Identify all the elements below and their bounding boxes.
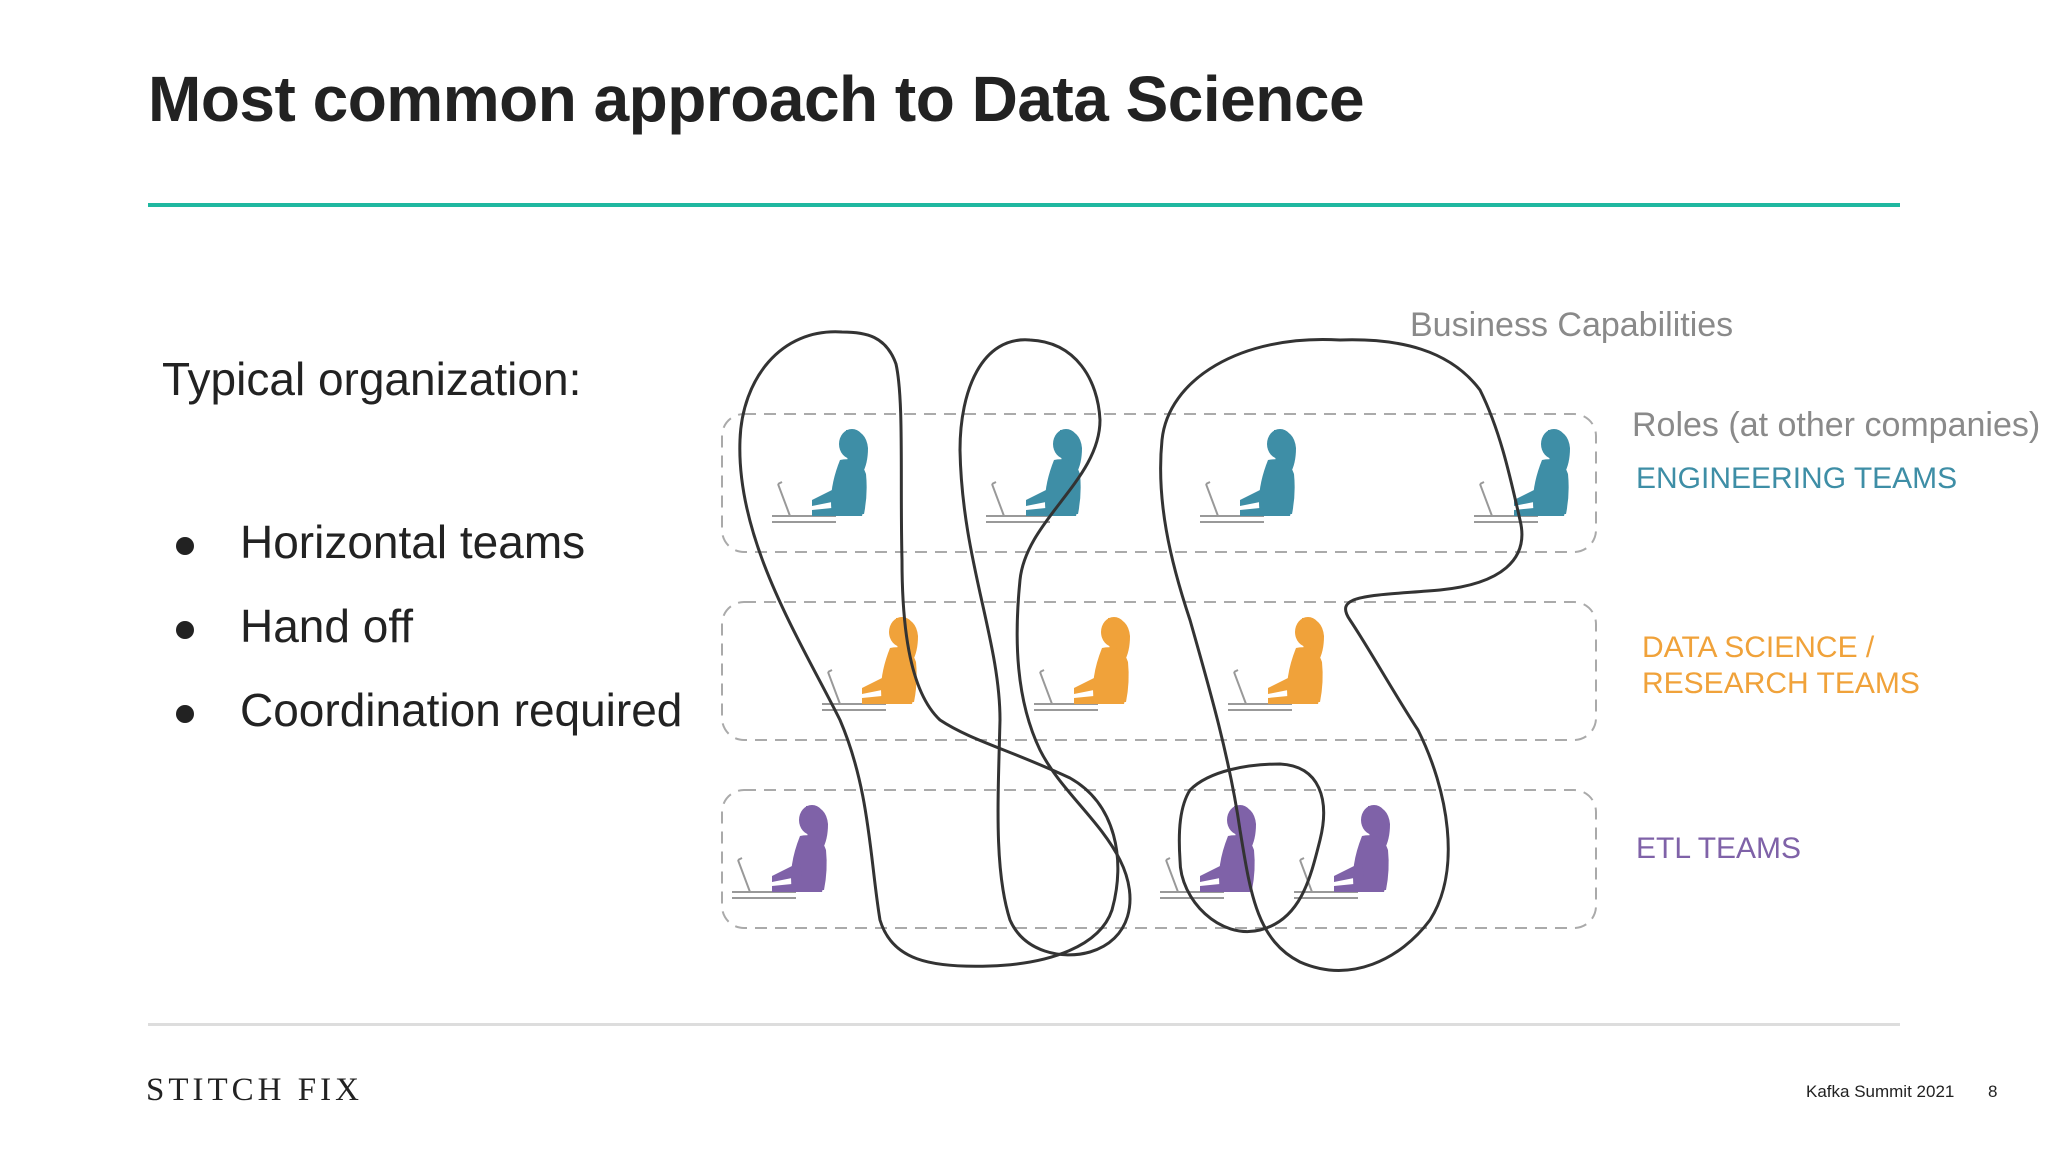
bullet-dot-icon — [176, 621, 194, 639]
business-capability-loop — [958, 338, 1132, 957]
subheading: Typical organization: — [162, 353, 582, 405]
engineering-person-icon — [1199, 429, 1296, 523]
title-divider — [148, 203, 1900, 207]
org-diagram — [721, 330, 1597, 972]
etl-row-box — [721, 789, 1597, 929]
engineering-row-box — [721, 413, 1597, 553]
etl-person-icon — [731, 805, 828, 899]
footer-event: Kafka Summit 2021 — [1806, 1082, 1955, 1101]
business-capability-loop — [738, 330, 1120, 968]
bullet-dot-icon — [176, 537, 194, 555]
data-science-teams-label: DATA SCIENCE / RESEARCH TEAMS — [1642, 630, 1920, 702]
data-science-label-line: DATA SCIENCE / — [1642, 631, 1875, 664]
data-science-person-icon — [1033, 617, 1130, 711]
bullet-text: Horizontal teams — [240, 516, 586, 568]
data-science-person-icon — [821, 617, 918, 711]
slide-title: Most common approach to Data Science — [148, 63, 1365, 135]
etl-person-icon — [1159, 805, 1256, 899]
engineering-person-icon — [1473, 429, 1570, 523]
bullet-text: Coordination required — [240, 684, 683, 736]
data-science-row-box — [721, 601, 1597, 741]
brand-logo: STITCH FIX — [146, 1072, 363, 1108]
business-capability-loop — [1159, 337, 1524, 972]
footer-divider — [148, 1023, 1900, 1026]
engineering-person-icon — [985, 429, 1082, 523]
etl-teams-label: ETL TEAMS — [1636, 832, 1802, 865]
bullet-text: Hand off — [240, 600, 414, 652]
business-capability-loop — [1177, 762, 1326, 933]
roles-label: Roles (at other companies) — [1632, 406, 2041, 444]
engineering-teams-label: ENGINEERING TEAMS — [1636, 462, 1958, 495]
page-number: 8 — [1988, 1082, 1998, 1101]
bullet-dot-icon — [176, 705, 194, 723]
data-science-label-line: RESEARCH TEAMS — [1642, 667, 1920, 700]
data-science-person-icon — [1227, 617, 1324, 711]
business-capabilities-label: Business Capabilities — [1410, 306, 1734, 344]
engineering-person-icon — [771, 429, 868, 523]
